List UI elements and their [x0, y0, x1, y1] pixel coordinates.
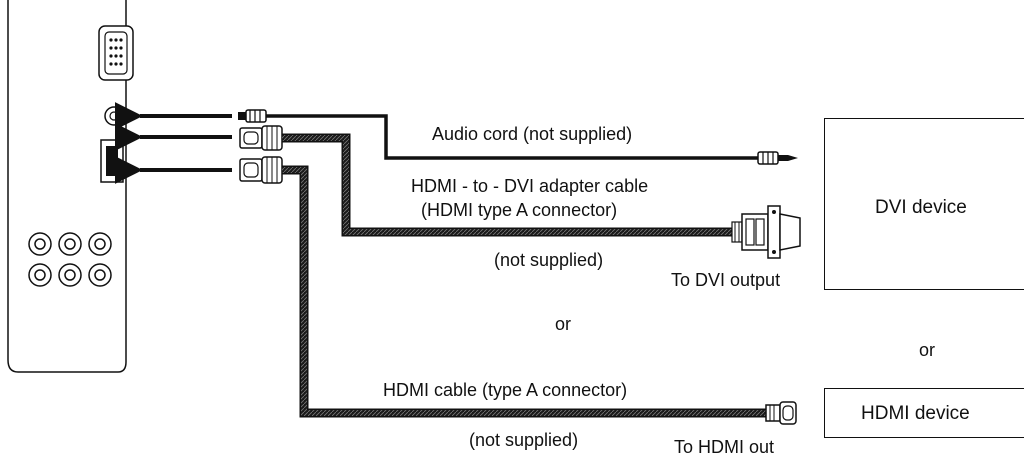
dvi-device-label: DVI device [875, 197, 967, 218]
audio-cord-label: Audio cord (not supplied) [432, 124, 633, 144]
hdmi-cable-label: HDMI cable (type A connector) [383, 380, 628, 400]
to-dvi-output-label: To DVI output [671, 270, 781, 290]
rca-jacks-icon [28, 232, 112, 287]
tv-back-panel [7, 0, 134, 373]
hdmi-port-icon [100, 139, 124, 183]
audio-cord [266, 114, 758, 160]
hdmi-not-supplied-label: (not supplied) [469, 430, 579, 450]
dvi-connector-icon [731, 205, 801, 259]
or-label-right: or [919, 340, 936, 360]
audio-jack-icon [104, 106, 124, 126]
adapter-not-supplied-label: (not supplied) [494, 250, 604, 270]
hdmi-device-box: HDMI device [824, 388, 1024, 438]
audio-plug-icon [238, 109, 267, 123]
or-label-middle: or [555, 314, 572, 334]
audio-plug-icon [757, 151, 798, 165]
hdmi-plug-icon [239, 156, 283, 184]
panel-side-plugs [238, 109, 283, 184]
dvi-device-box: DVI device [824, 118, 1024, 290]
vga-port-icon [98, 25, 134, 81]
hdmi-plug-icon [239, 125, 283, 151]
adapter-cable-label-line2: (HDMI type A connector) [421, 200, 618, 220]
adapter-cable-label-line1: HDMI - to - DVI adapter cable [411, 176, 649, 196]
hdmi-device-label: HDMI device [861, 403, 970, 424]
connection-arrows [114, 102, 232, 184]
to-hdmi-out-label: To HDMI out [674, 437, 775, 457]
hdmi-plug-icon [765, 401, 797, 425]
